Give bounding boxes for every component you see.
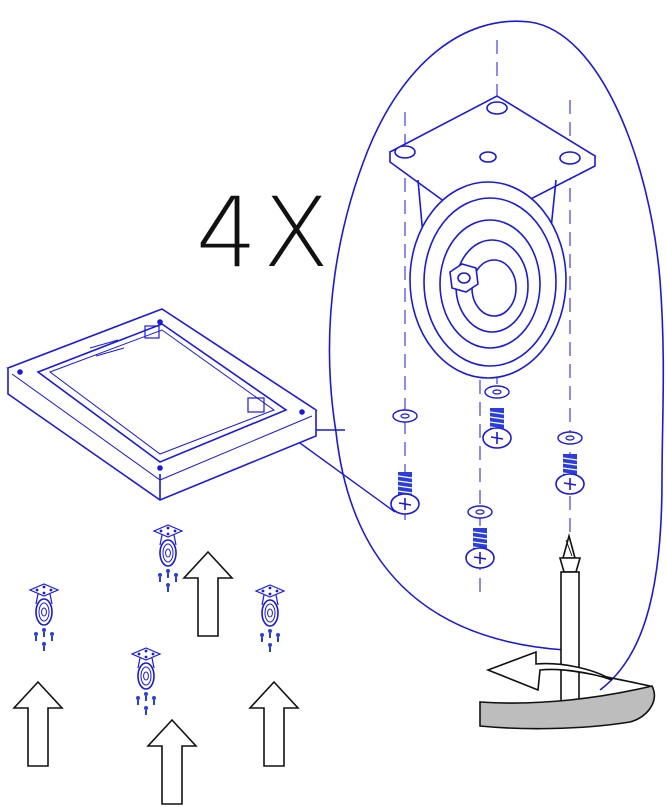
- up-arrow-icon: [249, 681, 299, 767]
- base-frame: [6, 308, 318, 501]
- caster-icon: [153, 524, 183, 593]
- quantity-label: 4X: [196, 177, 335, 289]
- caster-icon: [131, 647, 161, 716]
- bolt-icon: [482, 385, 512, 449]
- bolt-icon: [555, 431, 585, 495]
- rotation-arrow-icon: [479, 650, 655, 730]
- caster-detail-ellipse: [328, 20, 665, 691]
- up-arrow-icon: [183, 551, 233, 637]
- up-arrow-icon: [147, 719, 197, 805]
- up-arrow-icon: [13, 681, 63, 767]
- caster-icon: [388, 95, 597, 379]
- caster-icon: [255, 584, 285, 653]
- bolt-icon: [390, 472, 420, 515]
- washer-icon: [392, 409, 418, 423]
- bolt-icon: [465, 505, 495, 569]
- hardware-set: [390, 385, 585, 569]
- caster-icon: [29, 583, 59, 652]
- screwdriver-icon: [558, 532, 582, 707]
- mini-caster-group: [29, 524, 285, 716]
